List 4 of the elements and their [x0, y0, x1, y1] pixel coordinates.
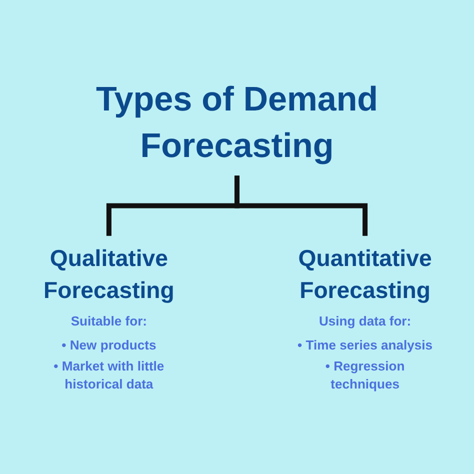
node-text: Quantitative Forecasting Using data for: • Time series analysis • Regression techniques: [298, 244, 433, 392]
node-text: Types of Demand Forecasting: [96, 80, 378, 165]
connector: [234, 176, 368, 236]
node-text: Qualitative Forecasting Suitable for: • New products • Market with little historical data: [43, 244, 174, 392]
